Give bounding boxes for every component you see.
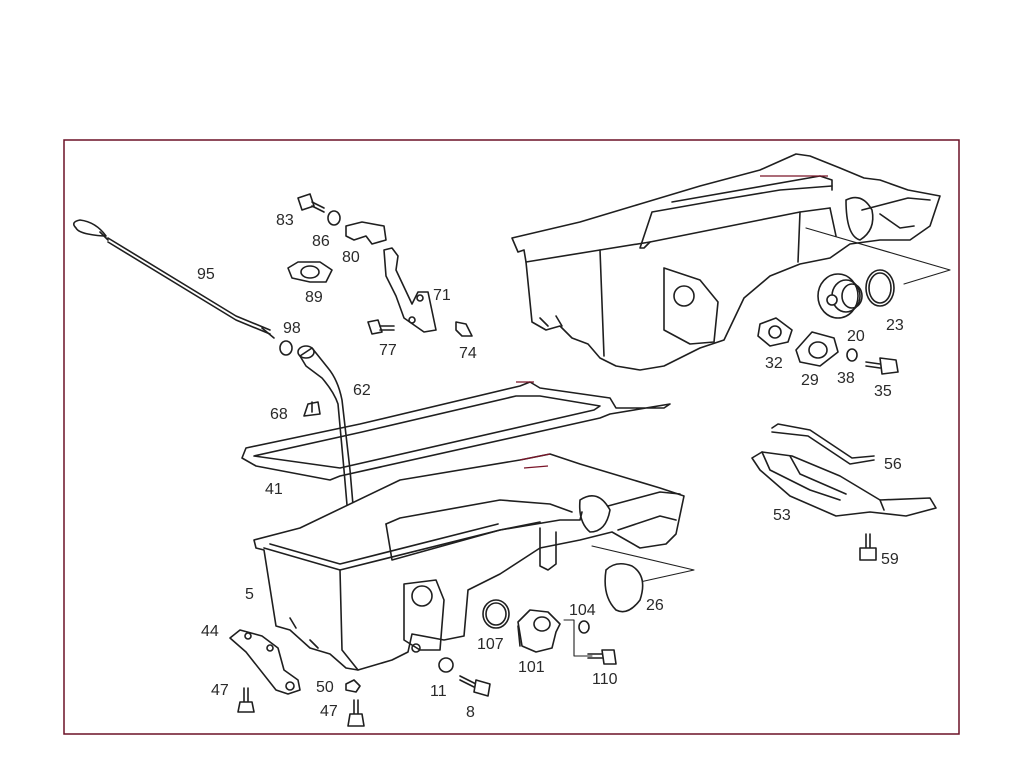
label-38: 38 <box>837 370 855 387</box>
part-86-washer <box>327 210 341 226</box>
label-101: 101 <box>518 659 545 676</box>
part-95-dipstick <box>72 219 275 339</box>
part-80-clamp <box>345 221 387 245</box>
leader-line <box>805 227 951 285</box>
part-41-gasket <box>241 381 671 481</box>
part-98-ring <box>279 340 293 356</box>
label-59: 59 <box>881 551 899 568</box>
upper-oil-pan-part <box>511 153 941 371</box>
part-101-housing <box>517 609 561 653</box>
label-5: 5 <box>245 586 254 603</box>
part-110-bolt <box>587 649 617 665</box>
part-74-clip <box>455 321 473 337</box>
label-47-left: 47 <box>211 682 229 699</box>
part-26-cover <box>604 562 644 613</box>
part-32-gasket <box>757 317 793 347</box>
part-29-flange <box>795 331 839 367</box>
part-47-bolt-lower <box>347 699 365 727</box>
label-29: 29 <box>801 372 819 389</box>
label-110: 110 <box>592 671 618 688</box>
label-77: 77 <box>379 342 397 359</box>
part-5-oil-pan <box>253 453 685 671</box>
label-11: 11 <box>430 683 447 700</box>
part-68-clip <box>303 401 321 417</box>
part-77-bolt <box>367 319 395 335</box>
leader-line <box>563 619 593 657</box>
part-35-bolt <box>865 357 899 375</box>
part-47-bolt-left <box>237 687 255 713</box>
label-98: 98 <box>283 320 301 337</box>
part-44-bracket <box>229 629 301 695</box>
part-59-bolt <box>859 533 877 561</box>
label-53: 53 <box>773 507 791 524</box>
label-32: 32 <box>765 355 783 372</box>
part-89-clamp <box>287 261 333 283</box>
label-56: 56 <box>884 456 902 473</box>
part-23-seal-ring <box>865 269 895 307</box>
leader-line <box>591 545 695 583</box>
label-50: 50 <box>316 679 334 696</box>
label-71: 71 <box>433 287 451 304</box>
label-95: 95 <box>197 266 215 283</box>
diagram-frame <box>63 139 960 735</box>
label-107: 107 <box>477 636 504 653</box>
label-47-lower: 47 <box>320 703 338 720</box>
part-104-ring <box>578 620 590 634</box>
part-20-cap <box>817 273 863 319</box>
label-68: 68 <box>270 406 288 423</box>
label-20: 20 <box>847 328 865 345</box>
part-53-baffle <box>751 451 937 517</box>
label-62: 62 <box>353 382 371 399</box>
label-104: 104 <box>569 602 596 619</box>
part-11-washer <box>438 657 454 673</box>
part-8-bolt <box>459 675 491 697</box>
label-23: 23 <box>886 317 904 334</box>
part-83-bolt <box>297 193 325 213</box>
label-44: 44 <box>201 623 219 640</box>
part-38-washer <box>846 348 858 362</box>
label-83: 83 <box>276 212 294 229</box>
label-89: 89 <box>305 289 323 306</box>
label-8: 8 <box>466 704 475 721</box>
label-35: 35 <box>874 383 892 400</box>
label-80: 80 <box>342 249 360 266</box>
label-26: 26 <box>646 597 664 614</box>
part-50-clip <box>345 679 361 693</box>
label-86: 86 <box>312 233 330 250</box>
part-56-rod <box>771 423 875 465</box>
label-41: 41 <box>265 481 283 498</box>
part-107-o-ring <box>482 599 510 629</box>
label-74: 74 <box>459 345 477 362</box>
part-71-bracket <box>383 247 437 333</box>
